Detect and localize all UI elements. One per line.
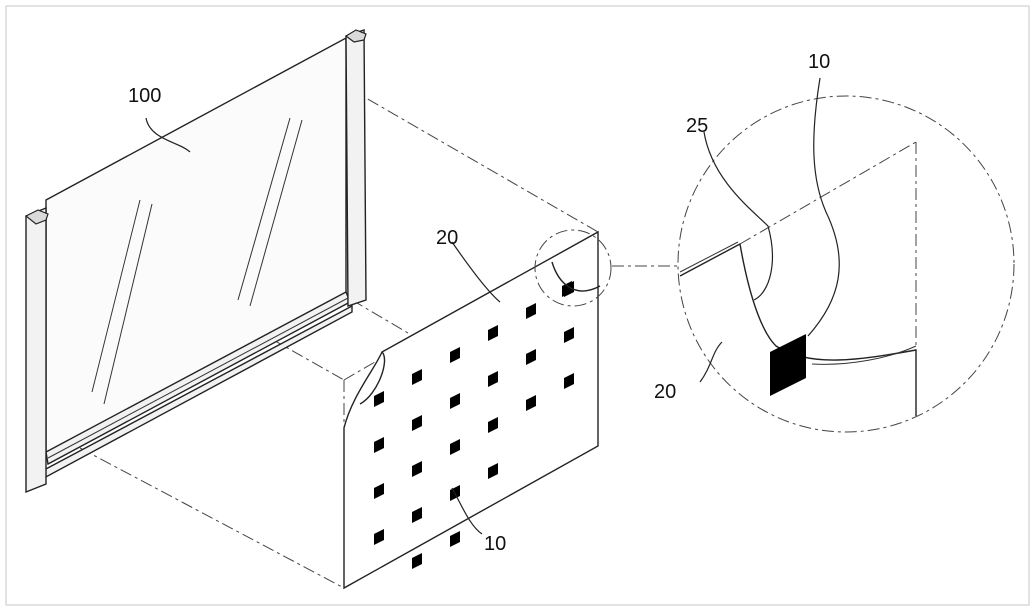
label-100: 100	[128, 85, 161, 107]
label-25-detail: 25	[686, 115, 708, 137]
chip	[450, 531, 460, 547]
chip	[412, 553, 422, 569]
label-10-chip: 10	[484, 533, 506, 555]
glass-panel	[26, 30, 366, 492]
label-20-sheet: 20	[436, 227, 458, 249]
detail-circle	[678, 96, 1014, 432]
detail-view	[678, 96, 1014, 432]
label-10-detail: 10	[808, 51, 830, 73]
detail-chip	[770, 334, 806, 396]
label-20-detail: 20	[654, 381, 676, 403]
film-sheet	[344, 232, 598, 588]
